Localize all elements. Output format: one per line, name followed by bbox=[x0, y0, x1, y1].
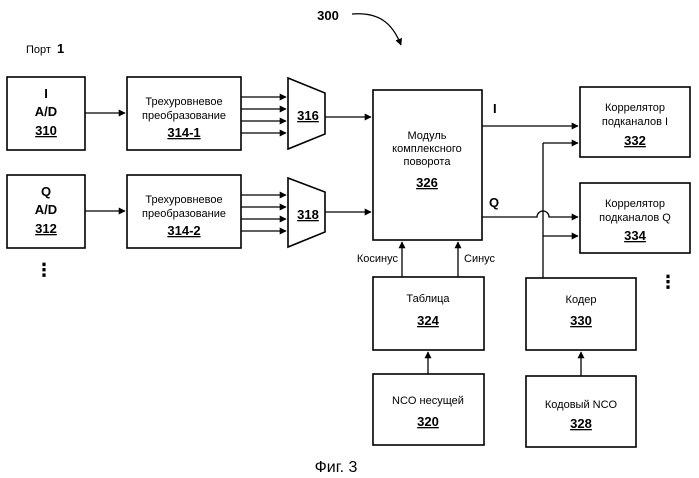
svg-text:326: 326 bbox=[416, 175, 438, 190]
svg-text:318: 318 bbox=[297, 207, 319, 222]
svg-text:Таблица: Таблица bbox=[406, 293, 450, 305]
adc-i-block: I A/D 310 bbox=[7, 77, 85, 150]
svg-text:324: 324 bbox=[417, 313, 439, 328]
table-block: Таблица 324 bbox=[373, 277, 484, 350]
svg-text:преобразование: преобразование bbox=[142, 208, 226, 220]
svg-text:NCO несущей: NCO несущей bbox=[392, 395, 464, 407]
tri-level-1-block: Трехуровневое преобразование 314-1 bbox=[127, 77, 241, 150]
code-nco-block: Кодовый NCO 328 bbox=[526, 376, 636, 447]
encoder-feed-lines bbox=[543, 143, 578, 278]
svg-text:Коррелятор: Коррелятор bbox=[605, 102, 665, 114]
svg-text:Трехуровневое: Трехуровневое bbox=[145, 194, 222, 206]
carrier-nco-block: NCO несущей 320 bbox=[373, 374, 484, 445]
tri-level-2-block: Трехуровневое преобразование 314-2 bbox=[127, 175, 241, 248]
svg-text:A/D: A/D bbox=[35, 202, 57, 217]
svg-text:Кодовый NCO: Кодовый NCO bbox=[545, 399, 618, 411]
complex-rotation-block: Модуль комплексного поворота 326 bbox=[373, 90, 482, 240]
svg-text:Коррелятор: Коррелятор bbox=[605, 198, 665, 210]
svg-text:Q: Q bbox=[41, 184, 51, 199]
svg-text:подканалов I: подканалов I bbox=[602, 116, 668, 128]
mux-2-block: 318 bbox=[288, 178, 325, 247]
cosine-label: Косинус bbox=[357, 253, 399, 265]
figure-caption: Фиг. 3 bbox=[315, 459, 358, 476]
svg-text:подканалов Q: подканалов Q bbox=[599, 212, 671, 224]
figure-ref-number: 300 bbox=[317, 8, 339, 23]
sine-label: Синус bbox=[464, 253, 496, 265]
ellipsis-left: ⋮ bbox=[35, 260, 53, 280]
svg-text:334: 334 bbox=[624, 228, 646, 243]
bus-tri-2-to-mux-2 bbox=[241, 195, 286, 231]
svg-text:312: 312 bbox=[35, 221, 57, 236]
svg-text:Модуль: Модуль bbox=[408, 130, 447, 142]
ellipsis-right: ⋮ bbox=[659, 272, 677, 292]
svg-text:332: 332 bbox=[624, 133, 646, 148]
svg-text:330: 330 bbox=[570, 313, 592, 328]
arrow-rotator-q-to-corr-q bbox=[482, 211, 578, 217]
svg-text:преобразование: преобразование bbox=[142, 110, 226, 122]
svg-text:316: 316 bbox=[297, 108, 319, 123]
svg-text:Трехуровневое: Трехуровневое bbox=[145, 96, 222, 108]
port-label: Порт 1 bbox=[26, 41, 64, 56]
correlator-i-block: Коррелятор подканалов I 332 bbox=[580, 87, 690, 157]
mux-1-block: 316 bbox=[288, 78, 325, 149]
correlator-q-block: Коррелятор подканалов Q 334 bbox=[580, 183, 690, 253]
svg-text:A/D: A/D bbox=[35, 104, 57, 119]
adc-q-block: Q A/D 312 bbox=[7, 175, 85, 248]
svg-text:Кодер: Кодер bbox=[566, 294, 597, 306]
svg-text:314-1: 314-1 bbox=[167, 125, 200, 140]
svg-text:комплексного: комплексного bbox=[392, 143, 462, 155]
svg-text:314-2: 314-2 bbox=[167, 223, 200, 238]
svg-text:328: 328 bbox=[570, 416, 592, 431]
svg-text:320: 320 bbox=[417, 414, 439, 429]
output-q-label: Q bbox=[489, 195, 499, 210]
svg-text:310: 310 bbox=[35, 123, 57, 138]
svg-text:I: I bbox=[44, 86, 48, 101]
output-i-label: I bbox=[493, 101, 497, 116]
encoder-block: Кодер 330 bbox=[526, 278, 636, 350]
svg-text:поворота: поворота bbox=[404, 156, 452, 168]
figure-ref-arrow bbox=[352, 14, 401, 45]
bus-tri-1-to-mux-1 bbox=[241, 97, 286, 133]
